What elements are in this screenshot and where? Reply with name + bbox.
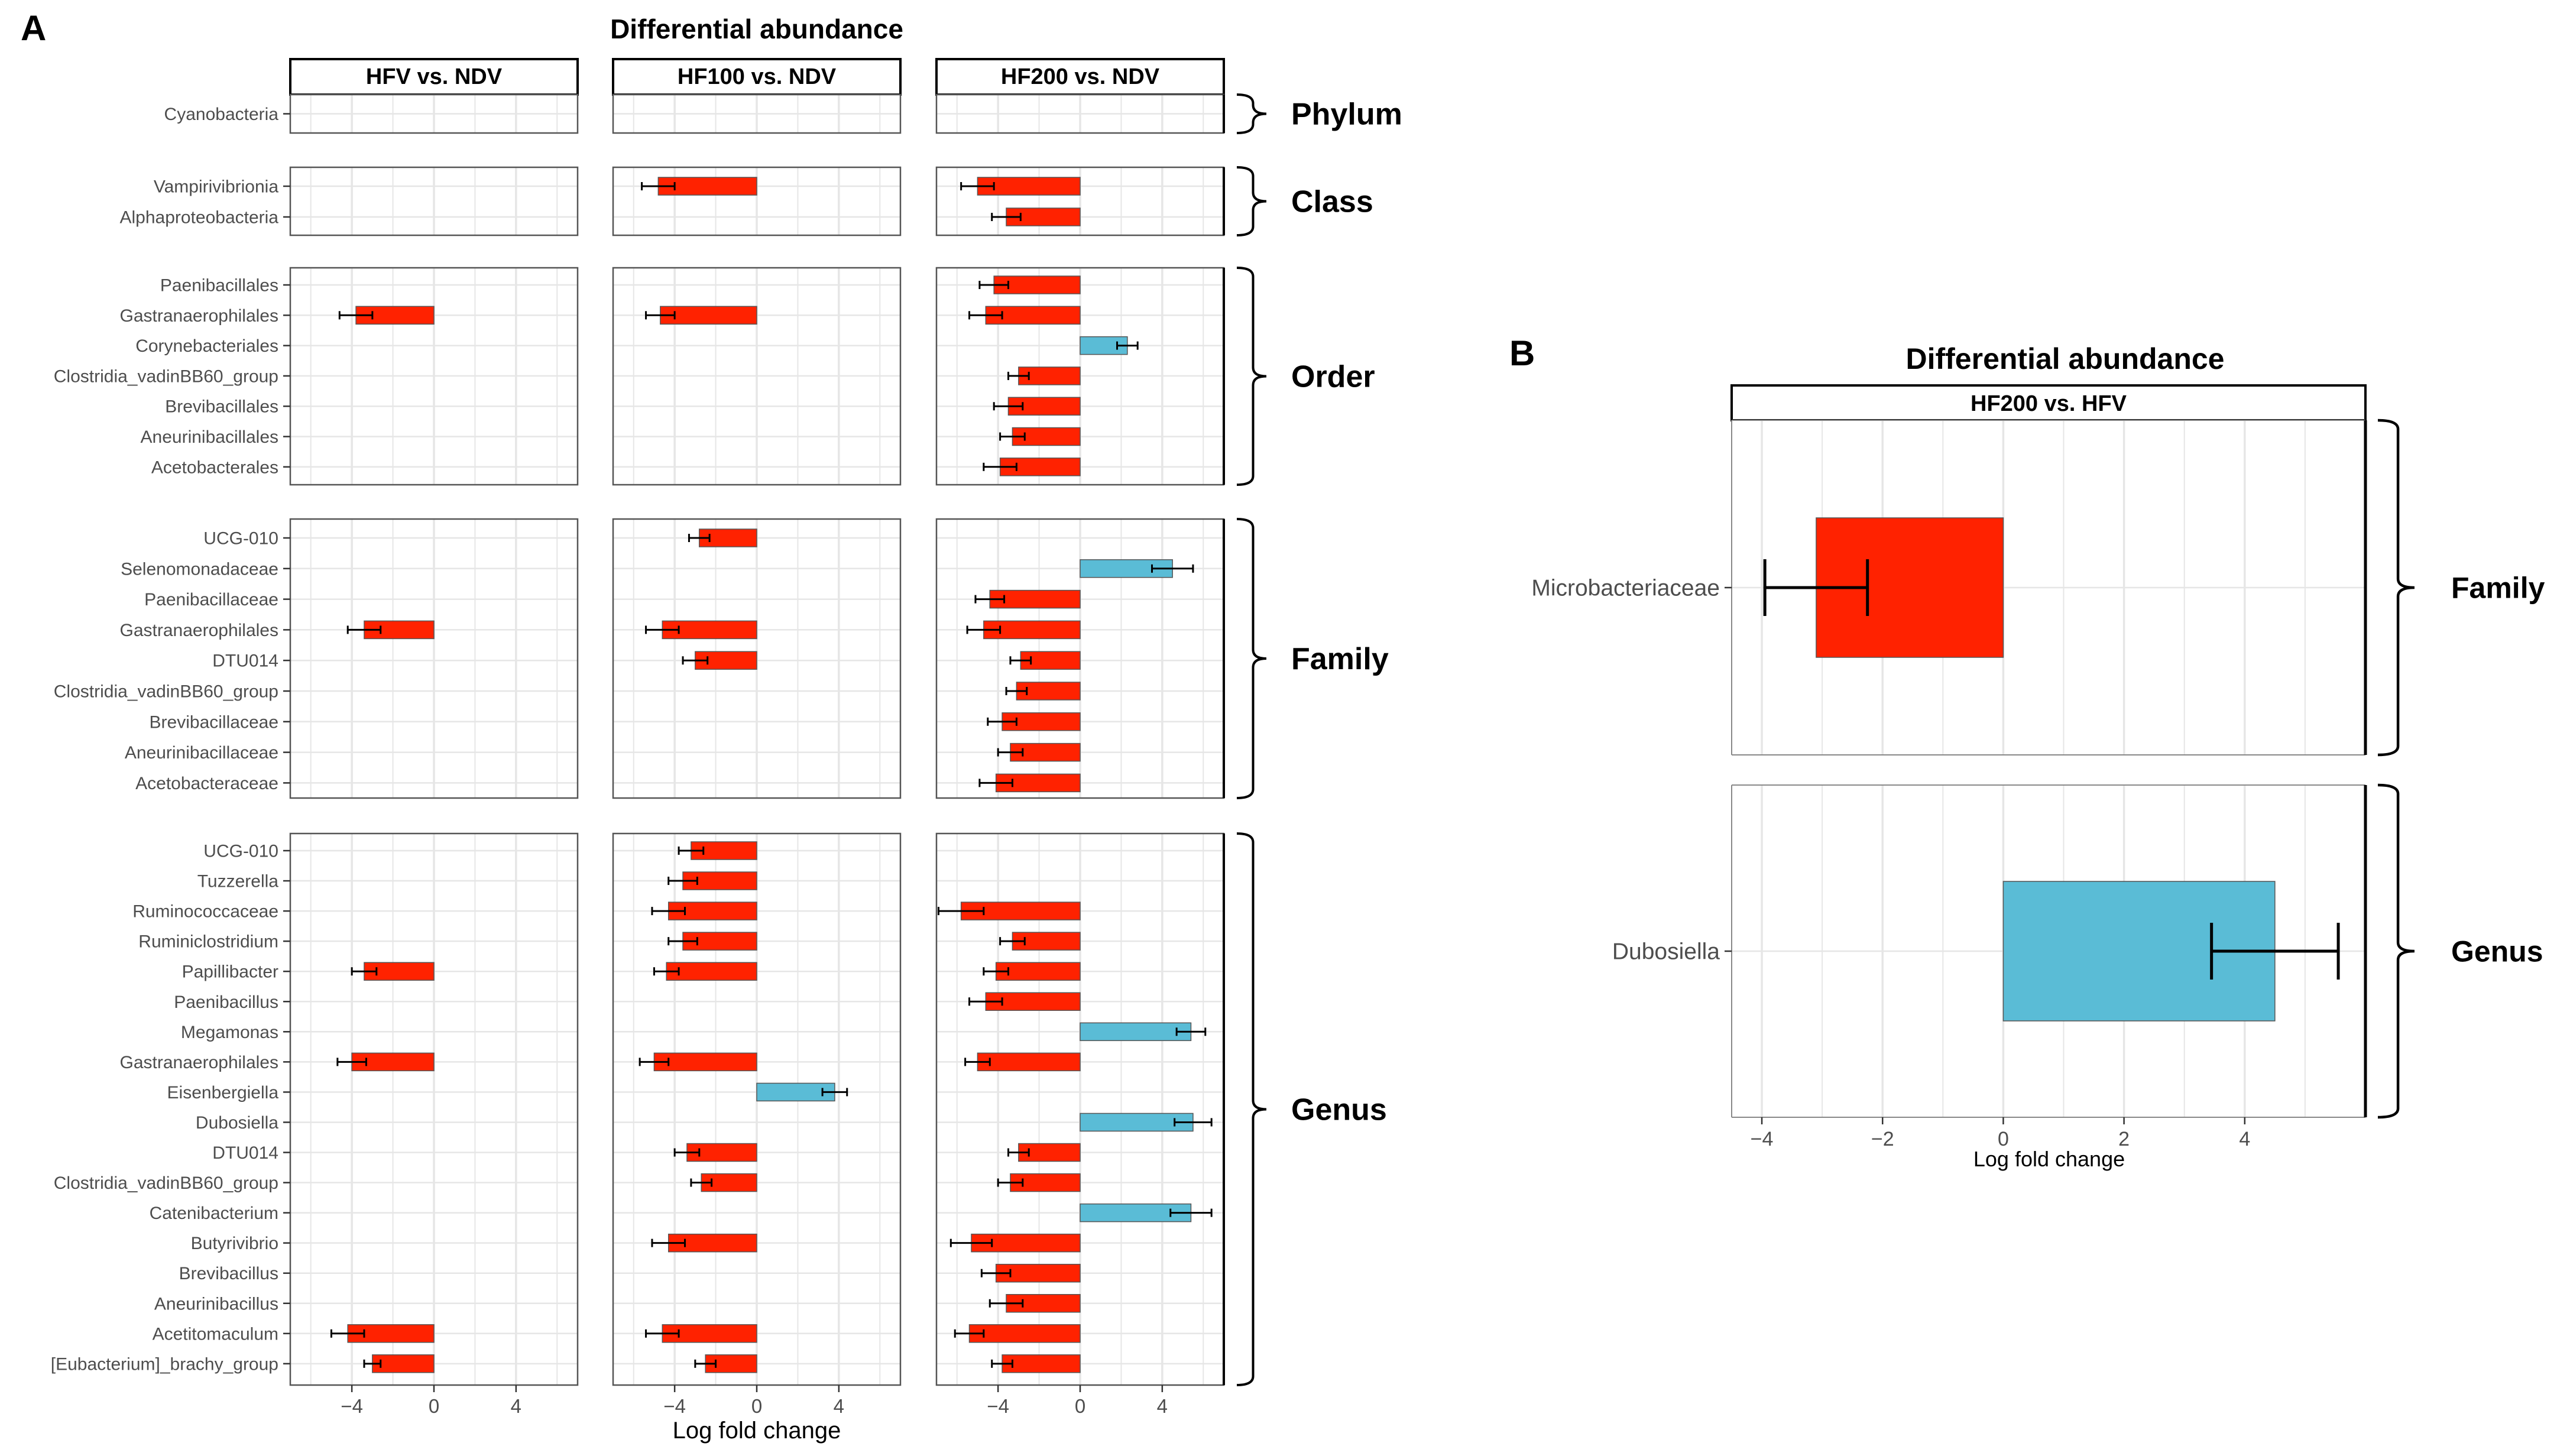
a-facet-label-3: HF200 vs. NDV bbox=[1001, 64, 1160, 89]
a-taxon-label-family-dtu014: DTU014 bbox=[212, 651, 278, 671]
a-group-label-class: Class bbox=[1291, 185, 1373, 219]
b-taxon-label-genus-dubosiella: Dubosiella bbox=[1612, 939, 1720, 965]
a-facet-strip-1 bbox=[289, 58, 579, 96]
a-bar-genus-gastranaerophilales-3 bbox=[977, 1052, 1081, 1072]
panel-a-title: Differential abundance bbox=[610, 14, 903, 44]
a-brace-phylum bbox=[1236, 93, 1267, 134]
b-x-tick-label: −2 bbox=[1871, 1128, 1894, 1150]
a-x-tick-label: 0 bbox=[751, 1395, 762, 1417]
a-taxon-label-genus-gastranaerophilales: Gastranaerophilales bbox=[120, 1053, 279, 1072]
a-bar-genus-gastranaerophilales-2 bbox=[653, 1052, 757, 1072]
panel-b-letter: B bbox=[1509, 333, 1535, 373]
panel-b-x-axis-label: Log fold change bbox=[1973, 1147, 2125, 1171]
a-group-label-phylum: Phylum bbox=[1291, 98, 1402, 132]
a-taxon-label-family-ucg-010: UCG-010 bbox=[203, 529, 278, 549]
a-taxon-label-genus-papillibacter: Papillibacter bbox=[182, 962, 278, 982]
a-x-tick-label: −4 bbox=[987, 1395, 1009, 1417]
panel-a-x-axis-label: Log fold change bbox=[673, 1418, 841, 1444]
a-taxon-label-order-gastranaerophilales: Gastranaerophilales bbox=[120, 306, 279, 326]
a-bar-family-gastranaerophilales-1 bbox=[364, 620, 435, 640]
a-taxon-label-family-aneurinibacillaceae: Aneurinibacillaceae bbox=[125, 743, 278, 763]
a-taxon-label-genus-tuzzerella: Tuzzerella bbox=[197, 872, 279, 891]
b-group-label-family: Family bbox=[2451, 572, 2545, 605]
a-taxon-label-genus-acetitomaculum: Acetitomaculum bbox=[153, 1324, 278, 1344]
a-bar-genus-papillibacter-3 bbox=[995, 962, 1081, 981]
b-x-tick-label: 0 bbox=[1998, 1128, 2009, 1150]
a-taxon-label-genus-catenibacterium: Catenibacterium bbox=[150, 1204, 278, 1223]
a-taxon-label-order-paenibacillales: Paenibacillales bbox=[160, 276, 278, 296]
a-taxon-label-genus-eubacterium-brachy-group: [Eubacterium]_brachy_group bbox=[51, 1354, 278, 1374]
b-group-label-genus: Genus bbox=[2451, 935, 2543, 968]
a-brace-order bbox=[1236, 267, 1267, 486]
a-facet-label-2: HF100 vs. NDV bbox=[678, 64, 837, 89]
a-bar-family-gastranaerophilales-2 bbox=[662, 620, 757, 640]
b-x-tick-label: −4 bbox=[1751, 1128, 1774, 1150]
a-taxon-label-order-clostridia-vadinbb60-group: Clostridia_vadinBB60_group bbox=[54, 367, 278, 386]
a-taxon-label-genus-ruminococcaceae: Ruminococcaceae bbox=[132, 902, 278, 922]
a-group-label-family: Family bbox=[1291, 642, 1389, 676]
b-facet-label-1: HF200 vs. HFV bbox=[1971, 391, 2127, 416]
a-taxon-label-genus-aneurinibacillus: Aneurinibacillus bbox=[154, 1294, 278, 1314]
b-taxon-label-family-microbacteriaceae: Microbacteriaceae bbox=[1531, 576, 1720, 601]
a-x-tick-label: −4 bbox=[663, 1395, 686, 1417]
a-taxon-label-family-brevibacillaceae: Brevibacillaceae bbox=[150, 712, 278, 732]
a-taxon-label-family-gastranaerophilales: Gastranaerophilales bbox=[120, 621, 279, 640]
b-x-tick-label: 4 bbox=[2239, 1128, 2250, 1150]
a-x-tick-label: 0 bbox=[429, 1395, 439, 1417]
a-taxon-label-family-acetobacteraceae: Acetobacteraceae bbox=[135, 774, 278, 793]
a-taxon-label-order-acetobacterales: Acetobacterales bbox=[151, 458, 278, 477]
a-taxon-label-genus-paenibacillus: Paenibacillus bbox=[174, 993, 278, 1012]
a-taxon-label-genus-ucg-010: UCG-010 bbox=[203, 842, 278, 861]
a-bar-genus-eubacterium-brachy-group-3 bbox=[1002, 1354, 1081, 1373]
a-taxon-label-genus-ruminiclostridium: Ruminiclostridium bbox=[138, 932, 278, 952]
a-taxon-label-genus-megamonas: Megamonas bbox=[181, 1023, 278, 1042]
b-x-tick-label: 2 bbox=[2118, 1128, 2130, 1150]
a-x-tick-label: 4 bbox=[1157, 1395, 1168, 1417]
a-brace-family bbox=[1236, 518, 1267, 799]
a-panel-border bbox=[612, 267, 902, 486]
b-facet-strip-1 bbox=[1730, 384, 2367, 421]
a-x-tick-label: 4 bbox=[834, 1395, 844, 1417]
a-taxon-label-class-vampirivibrionia: Vampirivibrionia bbox=[154, 177, 279, 197]
a-taxon-label-genus-butyrivibrio: Butyrivibrio bbox=[191, 1234, 278, 1253]
a-panel-border bbox=[289, 166, 579, 236]
a-panel-border bbox=[612, 518, 902, 799]
a-bar-genus-papillibacter-2 bbox=[666, 962, 757, 981]
a-x-tick-label: 4 bbox=[511, 1395, 521, 1417]
panel-a-letter: A bbox=[21, 8, 46, 48]
a-brace-class bbox=[1236, 166, 1267, 236]
b-brace-genus bbox=[2377, 783, 2415, 1119]
a-group-label-order: Order bbox=[1291, 360, 1375, 394]
a-taxon-label-order-corynebacteriales: Corynebacteriales bbox=[135, 336, 278, 356]
a-bar-genus-megamonas-3 bbox=[1080, 1022, 1192, 1042]
panel-b-plot: HF200 vs. HFV Microbacteriaceae FamilyDubo… bbox=[1531, 384, 2545, 1150]
a-taxon-label-phylum-cyanobacteria: Cyanobacteria bbox=[164, 105, 279, 124]
a-brace-genus bbox=[1236, 832, 1267, 1386]
a-group-label-genus: Genus bbox=[1291, 1093, 1387, 1127]
a-panel-border bbox=[289, 518, 579, 799]
a-panel-border bbox=[612, 166, 902, 236]
panel-b-title: Differential abundance bbox=[1906, 342, 2225, 375]
panel-a-plot: HFV vs. NDV HF100 vs. NDV HF200 vs. NDV Cya… bbox=[51, 58, 1402, 1417]
a-taxon-label-genus-dubosiella: Dubosiella bbox=[196, 1113, 278, 1133]
a-taxon-label-genus-clostridia-vadinbb60-group: Clostridia_vadinBB60_group bbox=[54, 1173, 278, 1193]
a-taxon-label-family-paenibacillaceae: Paenibacillaceae bbox=[144, 590, 278, 609]
a-facet-label-1: HFV vs. NDV bbox=[366, 64, 503, 89]
a-bar-genus-eubacterium-brachy-group-1 bbox=[372, 1354, 435, 1373]
a-taxon-label-genus-brevibacillus: Brevibacillus bbox=[179, 1264, 278, 1283]
a-taxon-label-genus-dtu014: DTU014 bbox=[212, 1143, 278, 1163]
a-taxon-label-order-aneurinibacillales: Aneurinibacillales bbox=[141, 427, 278, 447]
a-taxon-label-family-clostridia-vadinbb60-group: Clostridia_vadinBB60_group bbox=[54, 682, 278, 702]
a-taxon-label-family-selenomonadaceae: Selenomonadaceae bbox=[121, 559, 278, 579]
a-panel-border bbox=[612, 93, 902, 134]
b-brace-family bbox=[2377, 419, 2415, 757]
a-taxon-label-genus-eisenbergiella: Eisenbergiella bbox=[167, 1083, 279, 1102]
a-taxon-label-order-brevibacillales: Brevibacillales bbox=[165, 397, 278, 417]
a-bar-order-gastranaerophilales-2 bbox=[660, 306, 757, 325]
a-taxon-label-class-alphaproteobacteria: Alphaproteobacteria bbox=[119, 208, 278, 228]
a-x-tick-label: −4 bbox=[341, 1395, 363, 1417]
a-x-tick-label: 0 bbox=[1075, 1395, 1085, 1417]
a-bar-genus-acetitomaculum-3 bbox=[968, 1324, 1081, 1343]
